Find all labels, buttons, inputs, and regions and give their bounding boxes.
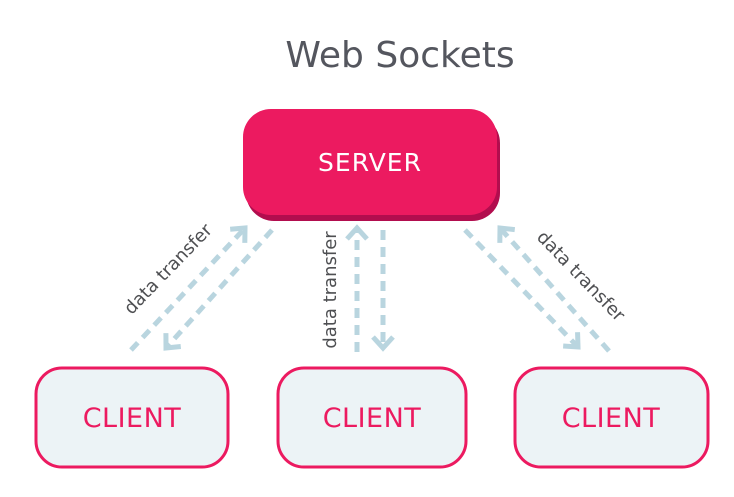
server-box <box>243 109 497 215</box>
client-node-3: CLIENT <box>513 366 710 469</box>
client-label: CLIENT <box>562 403 661 434</box>
arrow-server-to-client1 <box>163 228 274 351</box>
client-box <box>276 366 468 469</box>
arrow-client1-to-server <box>129 225 248 352</box>
client-node-1: CLIENT <box>34 366 230 469</box>
client-box <box>513 366 710 469</box>
diagram-title: Web Sockets <box>285 35 514 76</box>
client-label: CLIENT <box>83 403 182 434</box>
server-label: SERVER <box>318 148 422 177</box>
data-transfer-label-left: data transfer <box>120 219 217 318</box>
client-box <box>34 366 230 469</box>
data-transfer-label-middle: data transfer <box>320 231 341 349</box>
server-node: SERVER <box>243 109 500 221</box>
client-node-2: CLIENT <box>276 366 468 469</box>
data-transfer-label-right: data transfer <box>532 227 629 326</box>
client-label: CLIENT <box>323 403 422 434</box>
arrow-client3-to-server <box>497 225 611 353</box>
